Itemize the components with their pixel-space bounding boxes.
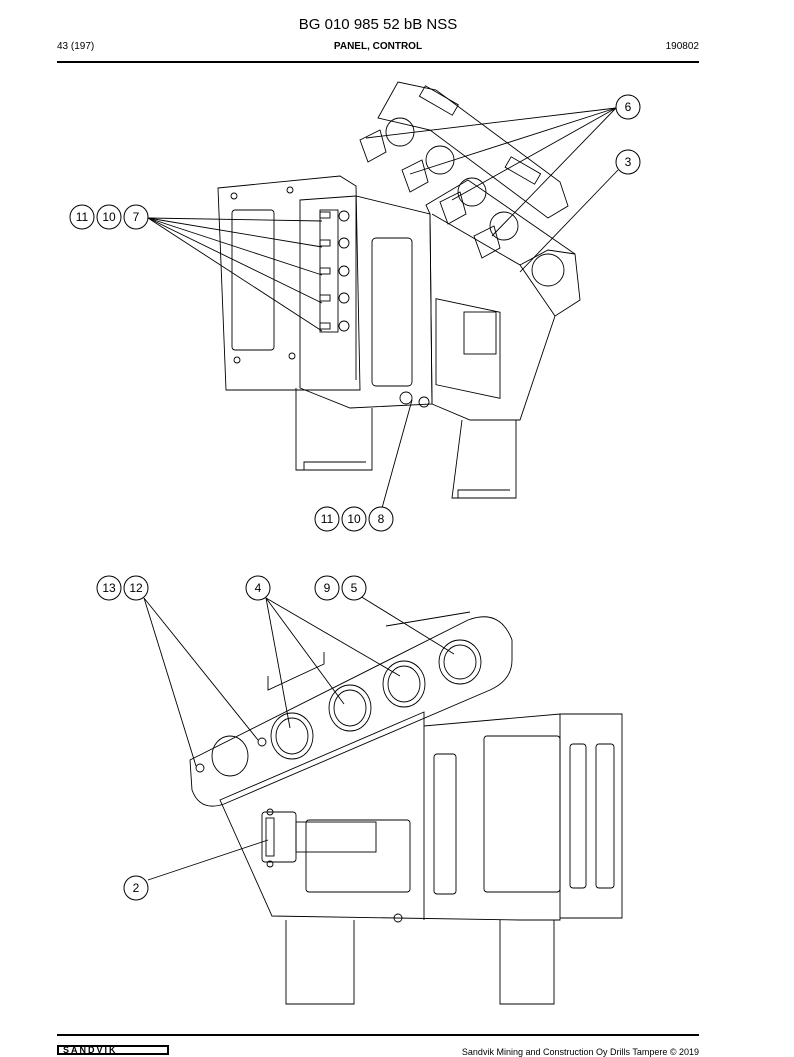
svg-text:5: 5: [351, 581, 358, 595]
callout-4: 4: [245, 575, 271, 601]
callout-3: 3: [615, 149, 641, 175]
svg-text:8: 8: [378, 512, 385, 526]
upper-assembly: [217, 81, 581, 499]
svg-text:2: 2: [133, 881, 140, 895]
svg-text:3: 3: [625, 155, 632, 169]
date-code: 190802: [665, 41, 699, 52]
callout-11: 11: [314, 506, 340, 532]
svg-text:10: 10: [347, 512, 361, 526]
svg-text:10: 10: [102, 210, 116, 224]
footer-rule: [57, 1034, 699, 1036]
sandvik-logo: SANDVIK: [57, 1045, 169, 1055]
callout-8: 8: [368, 506, 394, 532]
callout-6: 6: [615, 94, 641, 120]
callout-11: 11: [69, 204, 95, 230]
relay: [261, 808, 377, 868]
copyright-text: Sandvik Mining and Construction Oy Drill…: [461, 1047, 699, 1057]
lower-assembly: [189, 611, 623, 1005]
svg-text:9: 9: [324, 581, 331, 595]
callout-7: 7: [123, 204, 149, 230]
leader-lines-lower: [143, 595, 455, 881]
section-title: PANEL, CONTROL: [333, 41, 423, 52]
callout-12: 12: [123, 575, 149, 601]
page-number: 43 (197): [57, 41, 95, 52]
svg-text:7: 7: [133, 210, 140, 224]
connector-stack: [359, 81, 569, 259]
switch-column: [319, 209, 350, 333]
callout-9: 9: [314, 575, 340, 601]
document-title: BG 010 985 52 bB NSS: [298, 16, 458, 33]
svg-text:4: 4: [255, 581, 262, 595]
callouts: 6 3 11 10 7 11 10 8 13 12 4 9 5 2: [69, 94, 641, 901]
header-rule: [57, 61, 699, 63]
svg-text:13: 13: [102, 581, 116, 595]
svg-text:6: 6: [625, 100, 632, 114]
leader-lines-upper: [147, 107, 619, 509]
svg-text:11: 11: [76, 210, 89, 224]
callout-10: 10: [341, 506, 367, 532]
gauges: [211, 639, 482, 777]
svg-text:12: 12: [129, 581, 143, 595]
callout-13: 13: [96, 575, 122, 601]
header-row: 43 (197) PANEL, CONTROL 190802: [57, 41, 699, 55]
svg-text:11: 11: [321, 512, 334, 526]
callout-2: 2: [123, 875, 149, 901]
callout-5: 5: [341, 575, 367, 601]
callout-10: 10: [96, 204, 122, 230]
